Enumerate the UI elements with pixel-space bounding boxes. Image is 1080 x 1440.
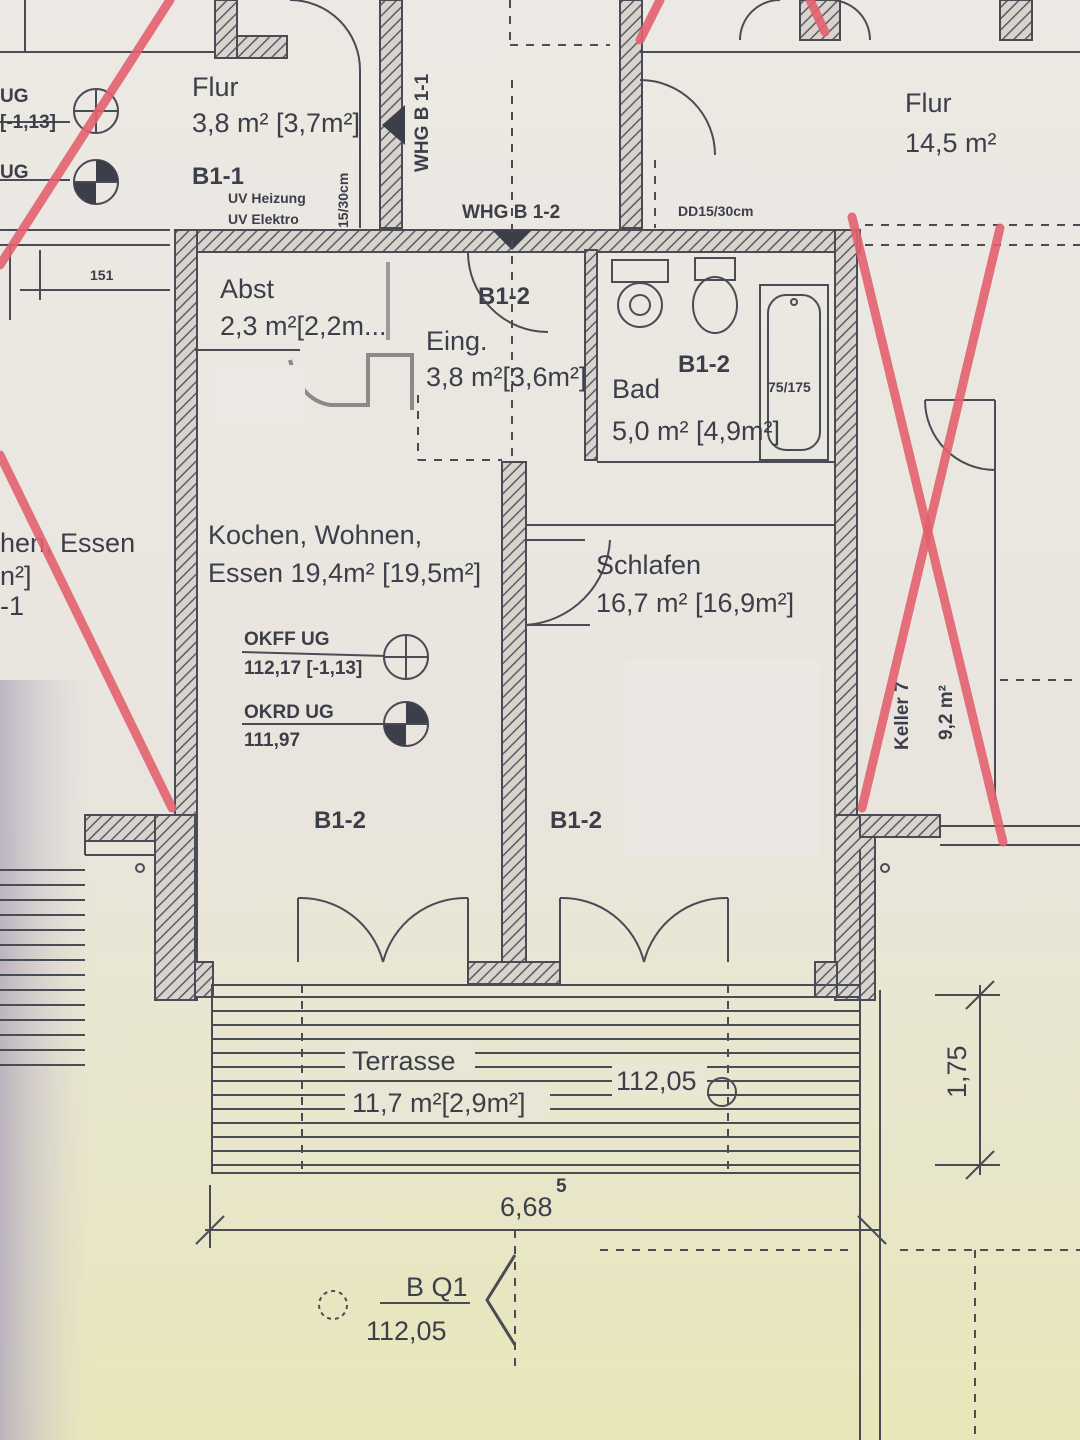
entrance-arrow-b11 [382,105,405,145]
room-abst: Abst 2,3 m²[2,2m... [210,262,414,425]
level-marker-okrd [383,701,429,747]
room-flur-left: Flur 3,8 m² [3,7m²] B1-1 UV Heizung UV E… [192,0,433,228]
section-label: B Q1 [406,1272,468,1302]
dimension-height: 1,75 [935,980,1000,1180]
washbasin-icon [611,259,669,328]
bad-name: Bad [612,374,660,404]
width-superscript: 5 [556,1176,567,1197]
left-area: 151 UG [-1,13] UG hen, Essen n²] -1 [0,86,171,1066]
room-kochen-wohnen: Kochen, Wohnen, Essen 19,4m² [19,5m²] OK… [208,520,481,963]
flur-left-name: Flur [192,72,239,102]
section-marker: B Q1 112,05 [318,1230,1080,1440]
left-ug-label: UG [0,162,29,183]
double-door-kochen [297,896,469,963]
left-room-fragment-2: -1 [0,591,24,621]
bathtub-icon [759,284,829,461]
schlafen-area: 16,7 m² [16,9m²] [596,588,794,618]
okff-label: OKFF UG [244,629,330,650]
level-marker-okff [383,634,429,680]
uv-heizung: UV Heizung [228,190,306,206]
uv-elektro: UV Elektro [228,211,299,227]
okff-value: 112,17 [-1,13] [244,658,362,679]
finger-shadow [0,680,90,1440]
width-dimension: 6,68 [500,1192,553,1222]
room-keller: Keller 7 9,2 m² [892,399,1080,800]
flur-left-area: 3,8 m² [3,7m²] [192,108,360,138]
flur-right-area: 14,5 m² [905,128,997,158]
terrace: Terrasse 11,7 m²[2,9m²] 112,05 [211,984,861,1174]
height-dimension: 1,75 [942,1045,972,1098]
left-room-name: hen, Essen [0,528,135,558]
schlafen-code: B1-2 [550,807,602,834]
keller-area: 9,2 m² [936,685,957,740]
room-bad: B1-2 Bad 5,0 m² [4,9m²] 75/175 [611,257,829,461]
eing-name: Eing. [426,326,488,356]
dim-151: 151 [90,267,114,283]
schlafen-name: Schlafen [596,550,701,580]
flur-right-name: Flur [905,88,952,118]
double-door-schlafen [559,896,729,963]
bad-code: B1-2 [678,351,730,378]
eing-code: B1-2 [478,283,530,310]
left-room-fragment-1: n²] [0,561,32,591]
abst-area: 2,3 m²[2,2m... [220,311,387,341]
bad-area: 5,0 m² [4,9m²] [612,416,780,446]
terrasse-name: Terrasse [352,1046,456,1076]
room-schlafen: Schlafen 16,7 m² [16,9m²] B1-2 [550,550,820,963]
bathtub-size: 75/175 [768,379,811,395]
room-flur-right: Flur 14,5 m² DD15/30cm [654,88,1080,246]
kochen-name: Kochen, Wohnen, [208,520,422,550]
keller-name: Keller 7 [892,681,913,750]
okrd-value: 111,97 [244,730,300,751]
kochen-area: Essen 19,4m² [19,5m²] [208,558,481,588]
abst-name: Abst [220,274,275,304]
apartment-entrance: WHG B 1-2 [417,80,560,461]
dd-note: DD15/30cm [678,203,754,219]
room-eingang: B1-2 Eing. 3,8 m²[3,6m²] [426,283,587,392]
red-strike-marks [0,0,1008,847]
left-og-value: [-1,13] [0,112,56,133]
left-og-label: UG [0,86,29,107]
eing-area: 3,8 m²[3,6m²] [426,362,587,392]
terrace-boards [212,985,860,1173]
exterior-stairs-left [0,869,85,1066]
level-marker-left-ug [73,159,119,205]
section-value: 112,05 [366,1316,447,1346]
whg-b11-label: WHG B 1-1 [412,73,433,172]
terrasse-area: 11,7 m²[2,9m²] [352,1088,526,1118]
toilet-icon [692,257,738,334]
stair-note: 15/30cm [335,173,351,228]
kochen-code: B1-2 [314,807,366,834]
dimension-width: 6,68 5 [195,1176,887,1248]
top-walls [0,0,1080,229]
flur-left-code: B1-1 [192,163,244,190]
okrd-label: OKRD UG [244,702,334,723]
terrasse-level: 112,05 [616,1066,697,1096]
